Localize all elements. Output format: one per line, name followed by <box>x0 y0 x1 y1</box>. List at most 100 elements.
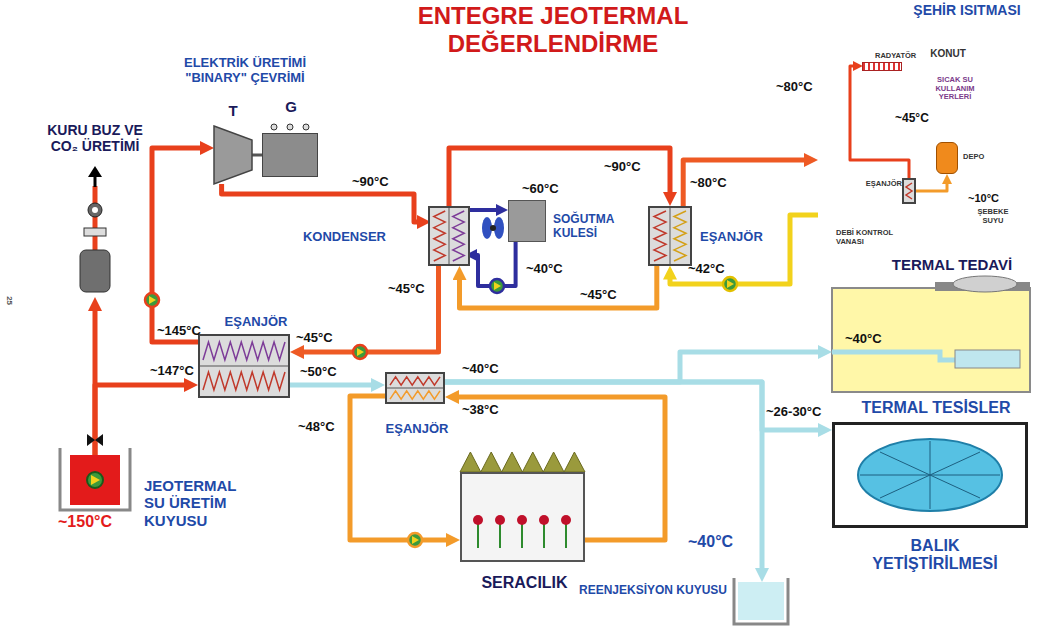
co2-outlet-arrow <box>94 176 97 187</box>
separator-tank <box>80 250 110 292</box>
thermal-treatment-building <box>832 352 955 360</box>
heat-exchanger-shape <box>390 391 440 399</box>
text-holder: ~45°C <box>580 288 630 303</box>
heat-exchanger-shape <box>670 208 671 264</box>
temperature-label: ~40°C <box>688 533 750 551</box>
text-holder: ~40°C <box>845 332 895 347</box>
text-holder: ELEKTRİK ÜRETİMİ "BINARY" ÇEVRİMİ <box>170 56 320 86</box>
separator-tank <box>93 186 98 252</box>
node-label: G <box>263 98 319 115</box>
production-well: JEOTERMAL SU ÜRETİM KUYUSU <box>70 455 120 505</box>
greenhouse-drawing <box>499 524 501 548</box>
temperature-label: ~50°C <box>300 365 350 380</box>
note-label: SICAK SU KULLANIM YERLERİ <box>926 76 984 102</box>
co2-outlet-arrow <box>88 166 102 187</box>
text-holder: TERMAL TEDAVİ <box>882 256 1022 273</box>
reinjection-well <box>734 578 788 624</box>
temperature-label: ~90°C <box>352 175 402 190</box>
text-holder: ~80°C <box>690 176 740 191</box>
pump <box>149 296 156 304</box>
pipe-connector <box>683 160 807 206</box>
heat-exchanger-shape <box>387 374 443 402</box>
pipe-connector <box>95 385 187 455</box>
temperature-label: ~38°C <box>462 403 512 418</box>
heat-exchanger-shape <box>200 366 288 367</box>
greenhouse: SERACILIK <box>460 472 585 562</box>
text-holder: DEBİ KONTROL VANASI <box>836 229 916 246</box>
text-holder: ~50°C <box>300 365 350 380</box>
greenhouse-drawing <box>478 524 566 548</box>
pump <box>91 475 100 485</box>
node-label: EŞANJÖR <box>858 180 902 189</box>
thermal-treatment-building <box>832 288 1030 392</box>
text-holder: ~90°C <box>604 160 654 175</box>
thermal-treatment-building <box>832 276 1030 392</box>
greenhouse-drawing <box>473 515 483 525</box>
condenser: KONDENSER <box>428 206 470 266</box>
node-label: EŞANJÖR <box>381 422 453 437</box>
temperature-label: ~145°C <box>157 324 213 339</box>
greenhouse-drawing <box>460 452 585 562</box>
heat-exchanger-shape <box>674 211 686 261</box>
pump <box>727 280 734 288</box>
pipe-connector <box>252 154 262 157</box>
condenser-shape <box>430 208 468 264</box>
house-shape <box>818 28 1030 226</box>
cooling-fan <box>490 225 496 231</box>
text-holder: ~147°C <box>150 364 206 379</box>
pipe-connector <box>152 148 203 342</box>
pipe-connector <box>916 182 947 191</box>
cooling-fan <box>482 217 504 239</box>
greenhouse-drawing <box>565 524 567 548</box>
text-holder: ~40°C <box>688 533 750 551</box>
heat-exchanger: EŞANJÖR <box>648 206 692 266</box>
pump <box>353 345 367 359</box>
valve <box>92 207 98 213</box>
node-label: KONUT <box>918 48 978 60</box>
cooling-tower: SOĞUTMA KULESİ <box>508 200 546 242</box>
heat-exchanger: EŞANJÖR <box>198 334 290 398</box>
text-holder: DEPO <box>963 153 993 162</box>
text-holder: ~145°C <box>157 324 213 339</box>
text-holder: KURU BUZ VE CO₂ ÜRETİMİ <box>40 122 150 154</box>
heat-exchanger-shape <box>906 183 912 199</box>
node-label: EŞANJÖR <box>220 315 292 330</box>
text-holder: ~38°C <box>462 403 512 418</box>
text-holder: ~150°C <box>58 513 138 531</box>
pump <box>87 277 737 547</box>
temperature-label: ~45°C <box>580 288 630 303</box>
text-holder: G <box>263 98 319 115</box>
text-holder: ~10°C <box>968 192 1008 205</box>
title: ENTEGRE JEOTERMAL DEĞERLENDİRME <box>403 2 703 57</box>
pump <box>87 472 103 488</box>
fish-farm-pond <box>860 441 1000 509</box>
thermal-treatment-building <box>953 276 1017 292</box>
pipe-connector <box>670 215 818 284</box>
text-holder: SICAK SU KULLANIM YERLERİ <box>926 76 984 102</box>
text-holder: BALIK YETİŞTİRİLMESİ <box>855 537 1015 574</box>
generator-terminals <box>271 124 309 130</box>
text-holder: TERMAL TESİSLER <box>841 399 1031 417</box>
pump <box>494 282 501 290</box>
node-label: JEOTERMAL SU ÜRETİM KUYUSU <box>144 477 254 529</box>
greenhouse-drawing <box>495 515 505 525</box>
pump <box>412 536 419 544</box>
greenhouse-drawing <box>477 524 479 548</box>
node-label: RADYATÖR <box>875 52 927 61</box>
valve <box>87 434 103 446</box>
node-label: T <box>194 102 272 119</box>
temperature-label: ~45°C <box>296 331 346 346</box>
text-holder: ~45°C <box>388 282 434 297</box>
generator-terminals <box>303 124 309 130</box>
node-label: KONDENSER <box>290 230 386 245</box>
pipe-connector <box>456 397 665 540</box>
text-holder: ŞEBEKE SUYU <box>975 208 1011 225</box>
heat-exchanger-shape <box>650 208 690 264</box>
fish-farm-pond <box>858 439 1002 511</box>
turbine: T <box>214 126 252 184</box>
temperature-label: ~90°C <box>604 160 654 175</box>
note-label: ELEKTRİK ÜRETİMİ "BINARY" ÇEVRİMİ <box>170 56 320 86</box>
generator-terminals <box>287 124 293 130</box>
